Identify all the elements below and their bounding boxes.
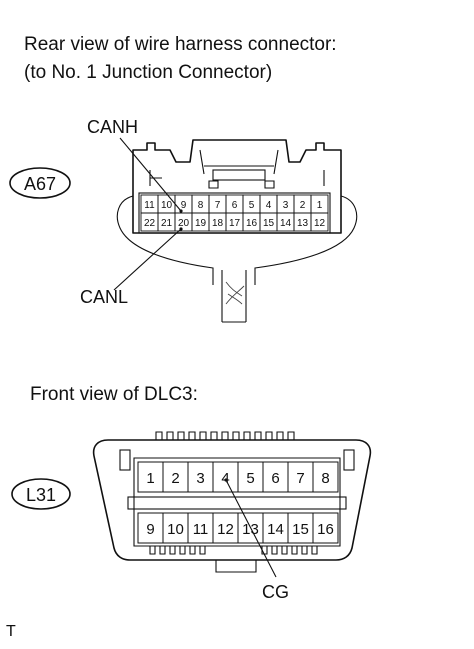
a67-pin-number: 21	[161, 218, 173, 229]
a67-pin-cell	[310, 212, 329, 232]
a67-latch-tabs	[208, 180, 275, 189]
a67-pin-number: 14	[280, 218, 292, 229]
a67-pin-number: 3	[283, 200, 289, 211]
l31-pin-number: 11	[193, 521, 209, 538]
l31-pin-cell	[312, 512, 339, 544]
l31-pin-number: 14	[267, 521, 284, 538]
l31-pin-number: 6	[271, 470, 279, 487]
a67-pin-number: 11	[144, 200, 155, 211]
a67-wire-bundle	[221, 270, 247, 323]
a67-pin-number: 8	[198, 200, 204, 211]
a67-pin-number: 7	[215, 200, 221, 211]
a67-pin-number: 13	[297, 218, 309, 229]
cg-dot	[224, 478, 228, 482]
l31-post-right	[343, 449, 355, 471]
l31-pin-number: 13	[242, 521, 259, 538]
l31-pin-number: 10	[167, 521, 184, 538]
l31-post-left	[119, 449, 131, 471]
a67-key-left	[149, 170, 162, 186]
canh-dot	[179, 209, 183, 213]
l31-pin-cell	[312, 461, 339, 493]
l31-housing	[92, 439, 372, 561]
a67-harness-left	[116, 195, 214, 285]
l31-divider	[127, 496, 347, 510]
l31-pin-number: 12	[217, 521, 234, 538]
l31-id-label: L31	[26, 485, 56, 505]
cg-leader	[225, 479, 277, 578]
a67-pin-number: 20	[178, 218, 190, 229]
footer-mark: T	[6, 623, 16, 640]
a67-pin-number: 18	[212, 218, 224, 229]
l31-pin-number: 5	[246, 470, 254, 487]
a67-heading-line1: Rear view of wire harness connector:	[24, 34, 337, 55]
l31-inner-frame	[133, 457, 341, 547]
a67-harness-right	[254, 195, 358, 285]
a67-pin-number: 9	[181, 200, 187, 211]
l31-connector: 12345678910111213141516	[92, 431, 372, 573]
canl-label: CANL	[80, 287, 128, 307]
a67-pin-frame	[138, 192, 331, 234]
l31-id-oval	[11, 478, 71, 510]
a67-latch	[199, 149, 279, 175]
canl-leader	[113, 228, 182, 291]
a67-pin-number: 6	[232, 200, 238, 211]
l31-pin-number: 15	[292, 521, 309, 538]
a67-pin-number: 4	[266, 200, 272, 211]
l31-pin-number: 3	[196, 470, 204, 487]
l31-pin-number: 9	[146, 521, 154, 538]
dlc3-heading: Front view of DLC3:	[30, 384, 198, 405]
a67-pin-number: 5	[249, 200, 255, 211]
l31-pin-number: 2	[171, 470, 179, 487]
l31-pin-number: 8	[321, 470, 329, 487]
canl-dot	[179, 227, 183, 231]
canh-leader	[119, 137, 182, 212]
a67-pin-number: 15	[263, 218, 275, 229]
canh-label: CANH	[87, 117, 138, 137]
l31-top-ribs	[155, 431, 299, 441]
a67-pin-number: 12	[314, 218, 326, 229]
a67-id-label: A67	[24, 174, 56, 194]
a67-pin-number: 22	[144, 218, 156, 229]
l31-pin-number: 7	[296, 470, 304, 487]
a67-housing	[132, 139, 342, 234]
l31-pin-number: 16	[317, 521, 334, 538]
l31-bottom-ribs	[149, 546, 318, 555]
a67-pin-number: 10	[161, 200, 173, 211]
a67-pin-number: 1	[317, 200, 323, 211]
a67-pin-number: 19	[195, 218, 207, 229]
a67-pin-number: 2	[300, 200, 306, 211]
a67-wire-twist	[225, 281, 245, 305]
a67-id-oval	[9, 167, 71, 199]
a67-pin-number: 16	[246, 218, 258, 229]
l31-pin-number: 1	[146, 470, 154, 487]
a67-heading-line2: (to No. 1 Junction Connector)	[24, 62, 272, 83]
cg-label: CG	[262, 582, 289, 602]
a67-pin-number: 17	[229, 218, 241, 229]
l31-bottom-key	[215, 560, 257, 573]
a67-latch-slot	[212, 169, 266, 181]
